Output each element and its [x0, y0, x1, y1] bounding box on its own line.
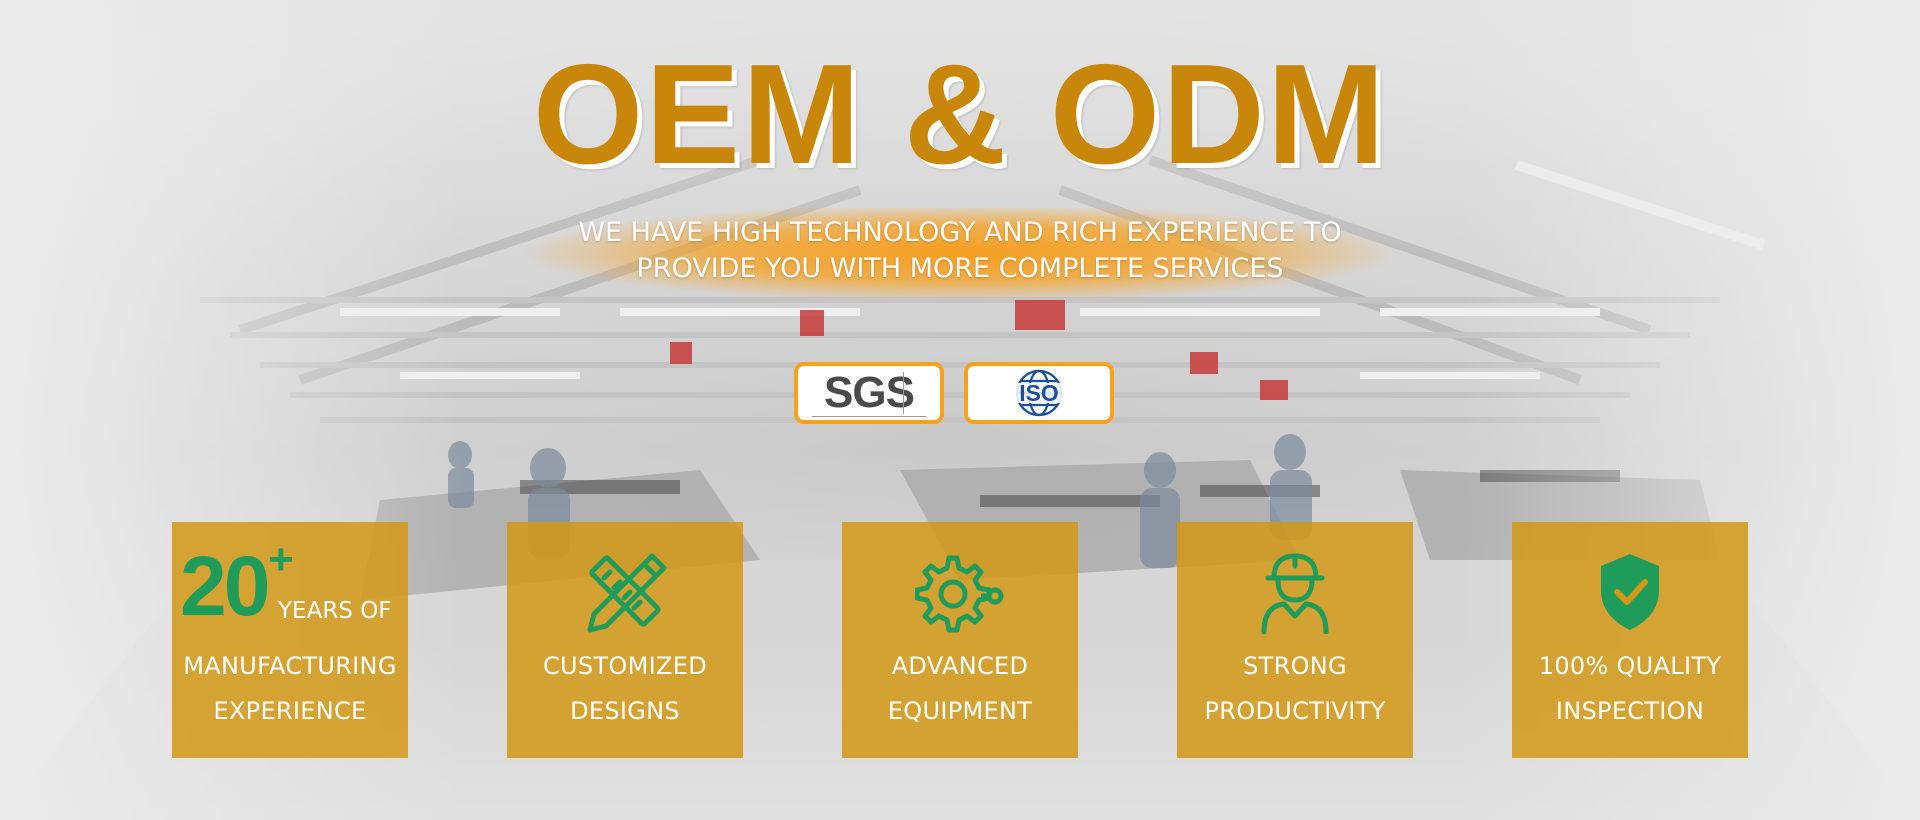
feature-tile-strong-productivity: STRONG PRODUCTIVITY — [1177, 522, 1413, 758]
subtitle: WE HAVE HIGH TECHNOLOGY AND RICH EXPERIE… — [520, 215, 1400, 287]
feature-tiles: 20 + YEARS OF MANUFACTURING EXPERIENCE C… — [172, 522, 1748, 758]
years-number: 20 — [180, 539, 270, 633]
subtitle-line-1: WE HAVE HIGH TECHNOLOGY AND RICH EXPERIE… — [578, 217, 1342, 248]
years-of-label: YEARS OF — [278, 598, 392, 624]
feature-tile-experience: 20 + YEARS OF MANUFACTURING EXPERIENCE — [172, 522, 408, 758]
feature-label: ADVANCED EQUIPMENT — [887, 652, 1033, 725]
feature-label: CUSTOMIZED DESIGNS — [543, 652, 707, 725]
feature-tile-quality-inspection: 100% QUALITY INSPECTION — [1512, 522, 1748, 758]
feature-label: MANUFACTURING EXPERIENCE — [183, 652, 397, 725]
worker-icon — [1261, 553, 1329, 634]
feature-tile-advanced-equipment: ADVANCED EQUIPMENT — [842, 522, 1078, 758]
page-title: OEM & ODM — [532, 35, 1388, 194]
svg-text:ISO: ISO — [1019, 380, 1059, 406]
iso-logo-icon: ISO — [1011, 369, 1067, 417]
feature-label: 100% QUALITY INSPECTION — [1538, 652, 1722, 725]
years-plus: + — [268, 535, 294, 584]
sgs-logo: SGS — [824, 368, 915, 417]
pencil-ruler-icon — [587, 553, 667, 633]
gear-icon — [915, 555, 1004, 633]
feature-label: STRONG PRODUCTIVITY — [1204, 652, 1386, 725]
subtitle-line-2: PROVIDE YOU WITH MORE COMPLETE SERVICES — [636, 253, 1284, 284]
iso-badge: ISO — [964, 362, 1114, 424]
certification-badges: SGS ISO — [794, 362, 1114, 424]
sgs-badge: SGS — [794, 362, 944, 424]
feature-tile-customized-designs: CUSTOMIZED DESIGNS — [507, 522, 743, 758]
shield-check-icon — [1601, 554, 1659, 630]
subtitle-highlight — [520, 208, 1400, 298]
